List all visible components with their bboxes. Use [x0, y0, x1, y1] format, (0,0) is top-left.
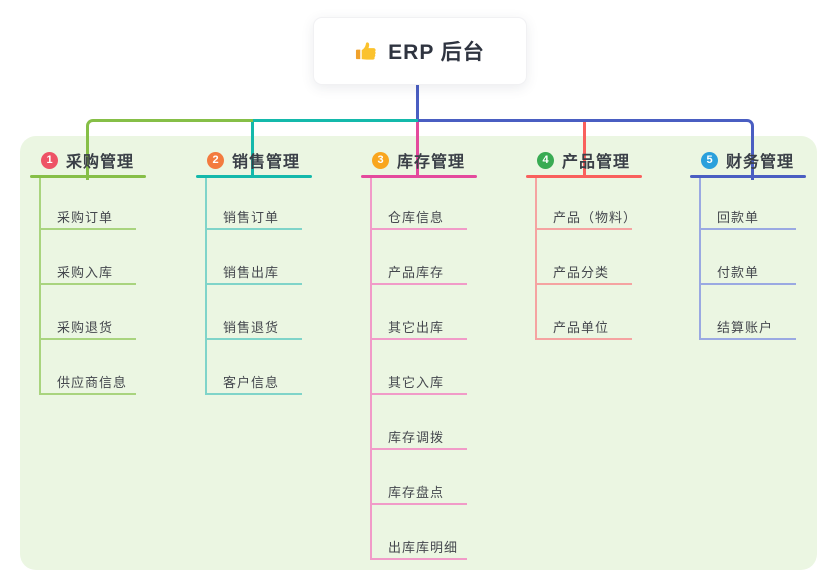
child-underline: [205, 338, 302, 340]
branch-number-badge: 5: [701, 151, 718, 169]
child-node[interactable]: 产品库存: [388, 265, 445, 280]
branch-label: 采购管理: [66, 154, 135, 171]
branch-product: 4 产品管理 产品（物料） 产品分类 产品单位: [526, 0, 658, 588]
child-underline: [535, 283, 632, 285]
child-underline: [205, 283, 302, 285]
branch-number-badge: 1: [41, 151, 58, 169]
branch-child-connector: [535, 178, 537, 340]
branch-label: 库存管理: [397, 154, 466, 171]
child-underline: [205, 393, 302, 395]
child-underline: [39, 228, 136, 230]
branches-panel: [20, 136, 817, 570]
thumbs-up-icon: [355, 40, 378, 63]
child-node[interactable]: 出库库明细: [388, 540, 459, 555]
branch-header[interactable]: 3 库存管理: [361, 147, 465, 173]
branch-sales: 2 销售管理 销售订单 销售出库 销售退货 客户信息: [196, 0, 328, 588]
child-node[interactable]: 其它入库: [388, 375, 445, 390]
branch-underline: [526, 175, 642, 178]
bus-teal-segment-line: [253, 119, 418, 122]
child-node[interactable]: 仓库信息: [388, 210, 445, 225]
child-node[interactable]: 采购入库: [57, 265, 114, 280]
child-node[interactable]: 回款单: [717, 210, 760, 225]
child-node[interactable]: 结算账户: [717, 320, 774, 335]
branch-underline: [196, 175, 312, 178]
branch-label: 销售管理: [232, 154, 301, 171]
child-node[interactable]: 采购退货: [57, 320, 114, 335]
child-underline: [535, 338, 632, 340]
child-underline: [535, 228, 632, 230]
branch-label: 产品管理: [562, 154, 631, 171]
branch-header[interactable]: 2 销售管理: [196, 147, 300, 173]
child-underline: [370, 228, 467, 230]
child-node[interactable]: 付款单: [717, 265, 760, 280]
branch-underline: [690, 175, 806, 178]
child-node[interactable]: 供应商信息: [57, 375, 128, 390]
branch-number-badge: 3: [372, 151, 389, 169]
child-underline: [370, 283, 467, 285]
branch3-drop-line: [416, 122, 419, 177]
child-underline: [699, 338, 796, 340]
child-underline: [370, 338, 467, 340]
child-underline: [39, 283, 136, 285]
branch-underline: [30, 175, 146, 178]
child-node[interactable]: 其它出库: [388, 320, 445, 335]
child-underline: [370, 448, 467, 450]
child-underline: [370, 558, 467, 560]
branch-number-badge: 4: [537, 151, 554, 169]
root-node-label: ERP 后台: [388, 41, 485, 64]
child-node[interactable]: 库存盘点: [388, 485, 445, 500]
child-node[interactable]: 客户信息: [223, 375, 280, 390]
child-underline: [699, 283, 796, 285]
branch-child-connector: [39, 178, 41, 395]
branch-number-badge: 2: [207, 151, 224, 169]
branch-header[interactable]: 5 财务管理: [690, 147, 794, 173]
bus-left-elbow-line: [86, 119, 256, 180]
branch-header[interactable]: 4 产品管理: [526, 147, 630, 173]
child-node[interactable]: 库存调拨: [388, 430, 445, 445]
child-underline: [205, 228, 302, 230]
branch2-drop-line: [251, 122, 254, 177]
child-underline: [370, 393, 467, 395]
branch-child-connector: [370, 178, 372, 560]
bus-right-elbow-line: [418, 119, 754, 180]
root-node[interactable]: ERP 后台: [313, 17, 527, 85]
branch-purchase: 1 采购管理 采购订单 采购入库 采购退货 供应商信息: [30, 0, 162, 588]
branch-child-connector: [205, 178, 207, 395]
child-node[interactable]: 销售订单: [223, 210, 280, 225]
root-connector-line: [416, 83, 419, 120]
child-underline: [699, 228, 796, 230]
child-underline: [370, 503, 467, 505]
branch-child-connector: [699, 178, 701, 340]
child-node[interactable]: 销售出库: [223, 265, 280, 280]
branch-header[interactable]: 1 采购管理: [30, 147, 134, 173]
child-node[interactable]: 采购订单: [57, 210, 114, 225]
branch-finance: 5 财务管理 回款单 付款单 结算账户: [690, 0, 822, 588]
child-node[interactable]: 销售退货: [223, 320, 280, 335]
child-node[interactable]: 产品分类: [553, 265, 610, 280]
branch4-drop-line: [583, 122, 586, 177]
child-underline: [39, 393, 136, 395]
child-underline: [39, 338, 136, 340]
branch-label: 财务管理: [726, 154, 795, 171]
branch-inventory: 3 库存管理 仓库信息 产品库存 其它出库 其它入库 库存调拨 库存盘点 出库库…: [361, 0, 493, 588]
branch-underline: [361, 175, 477, 178]
child-node[interactable]: 产品单位: [553, 320, 610, 335]
child-node[interactable]: 产品（物料）: [553, 210, 638, 225]
